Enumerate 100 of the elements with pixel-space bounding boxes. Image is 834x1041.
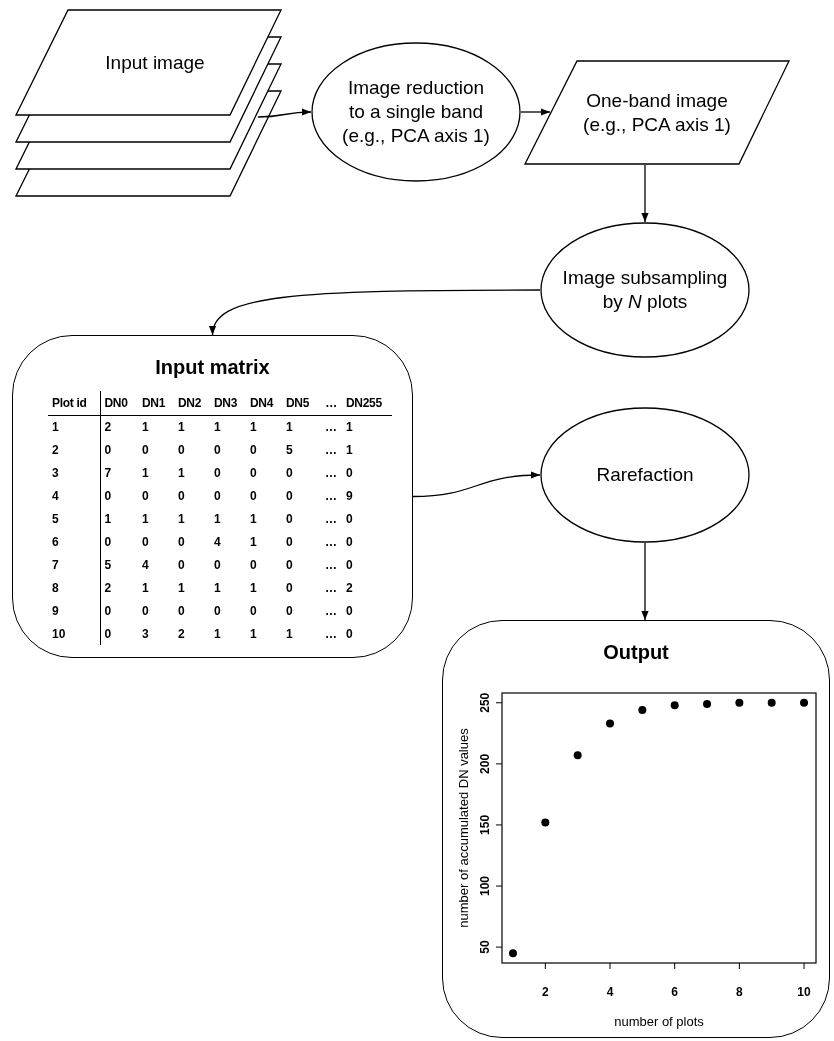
table-cell: 0	[250, 465, 257, 480]
table-cell: 0	[178, 488, 185, 503]
table-cell: 4	[142, 557, 149, 572]
table-cell: 1	[250, 626, 257, 641]
table-cell: 0	[250, 488, 257, 503]
table-cell: 0	[286, 488, 293, 503]
table-cell: 1	[178, 419, 185, 434]
table-cell: 9	[52, 603, 59, 618]
table-cell: 0	[286, 557, 293, 572]
tick-label: 2	[542, 985, 549, 999]
table-cell: 1	[250, 534, 257, 549]
table-cell: 0	[104, 442, 112, 457]
process-ellipse	[540, 222, 750, 358]
table-cell: 7	[52, 557, 59, 572]
table-cell: …	[325, 488, 337, 503]
column-header: DN5	[286, 395, 310, 410]
table-cell: 1	[178, 580, 185, 595]
tick-label: 250	[478, 692, 492, 713]
table-cell: 2	[104, 580, 112, 595]
table-cell: 0	[104, 534, 112, 549]
table-cell: 5	[104, 557, 112, 572]
tick-label: 10	[797, 985, 811, 999]
table-cell: 0	[346, 557, 353, 572]
table-cell: 0	[178, 557, 185, 572]
tick-label: 100	[478, 876, 492, 897]
column-header: DN2	[178, 395, 202, 410]
column-header: DN255	[346, 395, 382, 410]
tick-label: 8	[736, 985, 743, 999]
arrow	[412, 471, 541, 498]
table-cell: 2	[104, 419, 112, 434]
table-cell: 1	[214, 626, 221, 641]
node-label: One-band image (e.g., PCA axis 1)	[582, 88, 732, 137]
table-cell: 10	[52, 626, 66, 641]
table-cell: 4	[52, 488, 59, 503]
table-cell: …	[325, 580, 337, 595]
table-cell: 0	[214, 442, 221, 457]
table-cell: 7	[104, 465, 112, 480]
table-cell: 1	[178, 465, 185, 480]
table-cell: …	[325, 465, 337, 480]
table-cell: 0	[346, 511, 353, 526]
table-cell: 6	[52, 534, 59, 549]
table-cell: 0	[214, 557, 221, 572]
rounded-panel	[12, 335, 413, 658]
node-label: Image reduction to a single band (e.g., PCA axis 1)	[341, 76, 491, 148]
process-ellipse	[311, 42, 521, 182]
rounded-panel	[442, 620, 830, 1038]
table-cell: 0	[142, 442, 149, 457]
table-cell: 1	[286, 419, 293, 434]
table-cell: 0	[250, 442, 257, 457]
table-cell: 1	[214, 511, 221, 526]
arrow	[210, 289, 541, 336]
table-cell: 0	[346, 534, 353, 549]
table-cell: 0	[214, 488, 221, 503]
tick-label: 50	[478, 940, 492, 954]
table-cell: 2	[52, 442, 59, 457]
table-cell: 0	[142, 603, 149, 618]
column-header: DN3	[214, 395, 238, 410]
table-cell: 4	[214, 534, 221, 549]
image-stack	[15, 10, 281, 196]
table-cell: 0	[250, 603, 257, 618]
table-cell: 0	[214, 603, 221, 618]
column-header: DN4	[250, 395, 274, 410]
arrow	[641, 542, 649, 621]
data-parallelogram	[524, 60, 790, 165]
tick-label: 200	[478, 753, 492, 774]
arrow	[520, 108, 551, 116]
table-cell: 0	[178, 534, 185, 549]
table-cell: 0	[346, 626, 353, 641]
node-label: Rarefaction	[596, 463, 694, 487]
table-cell: 0	[104, 488, 112, 503]
table-cell: 0	[250, 557, 257, 572]
table-cell: 1	[142, 580, 149, 595]
table-cell: 0	[214, 465, 221, 480]
node-label: Image subsampling by N plots	[562, 266, 728, 314]
table-cell: 0	[104, 626, 112, 641]
table-cell: 5	[286, 442, 293, 457]
table-cell: 1	[214, 580, 221, 595]
table-cell: 1	[142, 419, 149, 434]
table-cell: 0	[286, 511, 293, 526]
table-cell: 1	[286, 626, 293, 641]
table-cell: 1	[214, 419, 221, 434]
table-cell: 0	[286, 465, 293, 480]
table-cell: 0	[346, 465, 353, 480]
column-header: …	[325, 395, 337, 410]
table-cell: 1	[250, 580, 257, 595]
table-cell: 1	[250, 511, 257, 526]
table-cell: 0	[178, 442, 185, 457]
column-header: DN0	[104, 395, 128, 410]
tick-label: 6	[671, 985, 679, 999]
process-ellipse	[540, 407, 750, 543]
axis-title: number of plots	[614, 1014, 704, 1029]
table-cell: 0	[286, 603, 293, 618]
panel-title: Output	[602, 640, 670, 665]
table-cell: …	[325, 442, 337, 457]
table-cell: 0	[286, 580, 293, 595]
table-cell: 1	[346, 419, 353, 434]
table-cell: 1	[178, 511, 185, 526]
table-cell: 2	[178, 626, 185, 641]
tick-label: 150	[478, 814, 492, 835]
tick-label: 4	[606, 985, 614, 999]
